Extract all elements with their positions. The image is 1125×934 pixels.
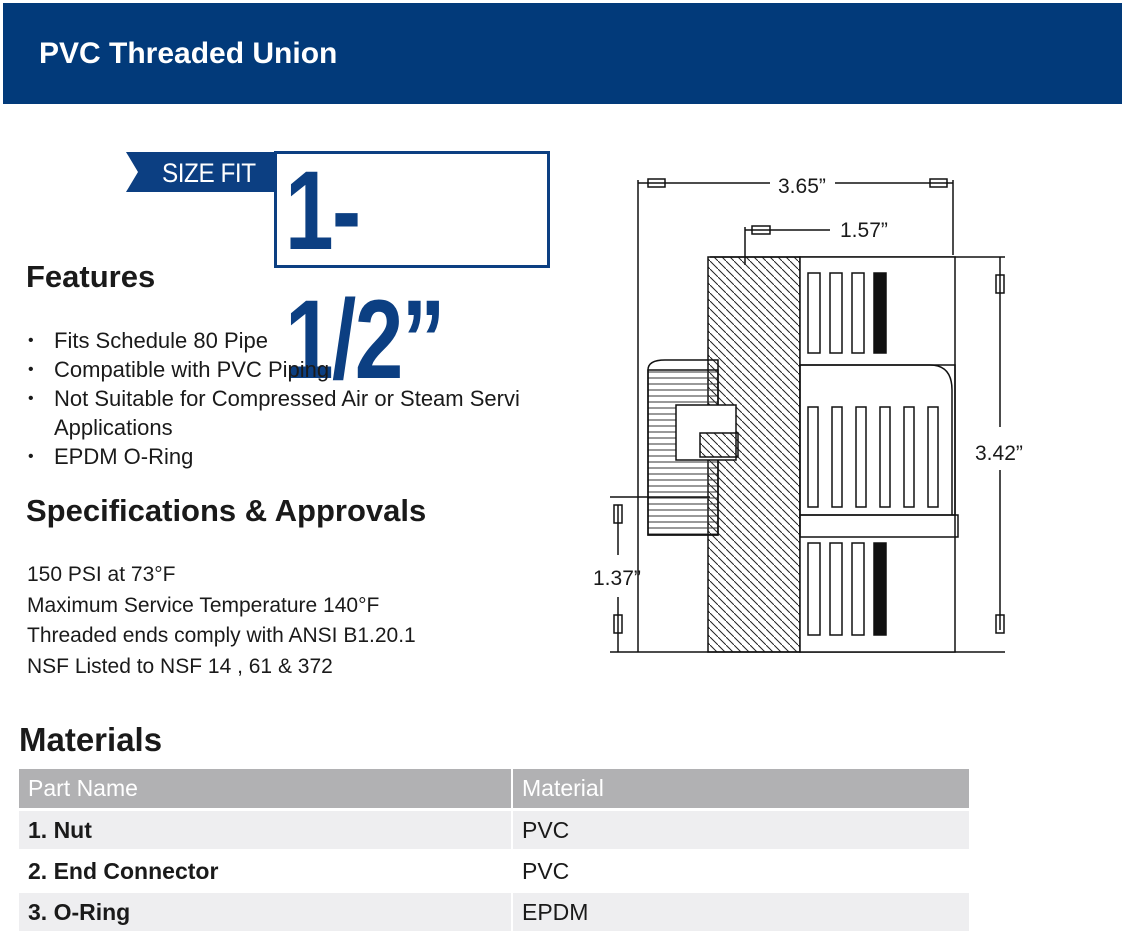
table-row: 2. End Connector PVC (19, 849, 971, 892)
part-name: 3. O-Ring (19, 890, 513, 931)
feature-item: EPDM O-Ring (26, 442, 566, 471)
specs-list: 150 PSI at 73°F Maximum Service Temperat… (27, 560, 416, 682)
size-fit-box: 1-1/2” (274, 148, 550, 402)
spec-line: 150 PSI at 73°F (27, 563, 176, 586)
part-name: 1. Nut (19, 808, 513, 851)
header-banner: PVC Threaded Union (3, 3, 1122, 104)
dim-overall-length: 3.65” (778, 175, 826, 198)
size-fit-label: SIZE FIT (162, 158, 256, 188)
features-heading: Features (26, 259, 156, 294)
spec-line: Threaded ends comply with ANSI B1.20.1 (27, 624, 416, 647)
dim-pipe-offset: 1.37” (593, 567, 641, 590)
part-name: 2. End Connector (19, 849, 513, 892)
dim-end-length: 1.57” (840, 219, 888, 242)
union-dimension-diagram: 3.65” 1.57” 3.42” 1.37” (593, 171, 1023, 653)
part-material: PVC (512, 808, 971, 851)
feature-item: Compatible with PVC Piping (26, 355, 566, 384)
materials-heading: Materials (19, 721, 163, 758)
table-row: 1. Nut PVC (19, 808, 971, 851)
spec-line: NSF Listed to NSF 14 , 61 & 372 (27, 654, 333, 678)
spec-line: Maximum Service Temperature 140°F (27, 593, 380, 617)
page-title: PVC Threaded Union (39, 37, 338, 70)
feature-item: Applications (54, 415, 173, 440)
size-fit-ribbon: SIZE FIT (126, 152, 286, 192)
features-list: Fits Schedule 80 Pipe Compatible with PV… (26, 326, 566, 471)
feature-item: Not Suitable for Compressed Air or Steam… (26, 384, 566, 413)
materials-table: Part Name Material 1. Nut PVC 2. End Con… (19, 769, 971, 931)
part-material: EPDM (512, 890, 971, 931)
dim-height: 3.42” (975, 442, 1023, 465)
part-material: PVC (512, 849, 971, 892)
table-header-row: Part Name Material (19, 769, 971, 810)
specs-heading: Specifications & Approvals (26, 493, 427, 528)
feature-item: Fits Schedule 80 Pipe (26, 326, 566, 355)
column-header: Part Name (19, 769, 513, 810)
column-header: Material (512, 769, 971, 810)
table-row: 3. O-Ring EPDM (19, 890, 971, 931)
